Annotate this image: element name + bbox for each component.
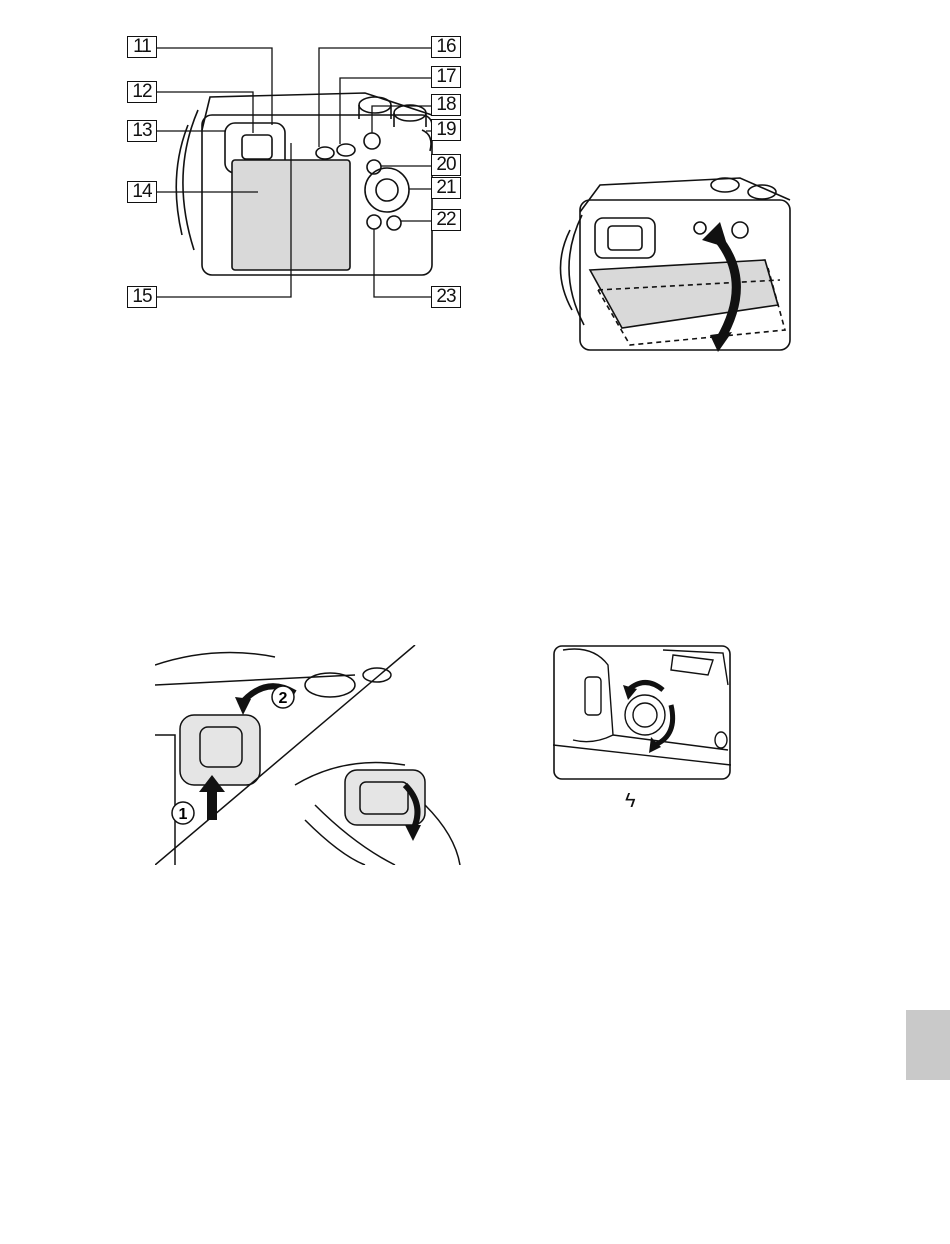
callout-16: 16 [431,36,461,58]
callout-22: 22 [431,209,461,231]
callout-13: 13 [127,120,157,142]
step-1-label: 1 [179,806,188,823]
tilting-monitor-figure [550,160,810,360]
callout-11: 11 [127,36,157,58]
callout-15: 15 [127,286,157,308]
callout-21: 21 [431,177,461,199]
callout-20: 20 [431,154,461,176]
callout-12: 12 [127,81,157,103]
callout-18: 18 [431,94,461,116]
flash-icon: ϟ [625,790,636,812]
eyecup-removal-figure: 1 2 [155,645,465,865]
step-2-label: 2 [279,690,288,707]
callout-19: 19 [431,119,461,141]
section-thumb-tab [906,1010,950,1080]
callout-17: 17 [431,66,461,88]
callout-23: 23 [431,286,461,308]
diopter-dial-figure [553,645,731,780]
callout-14: 14 [127,181,157,203]
